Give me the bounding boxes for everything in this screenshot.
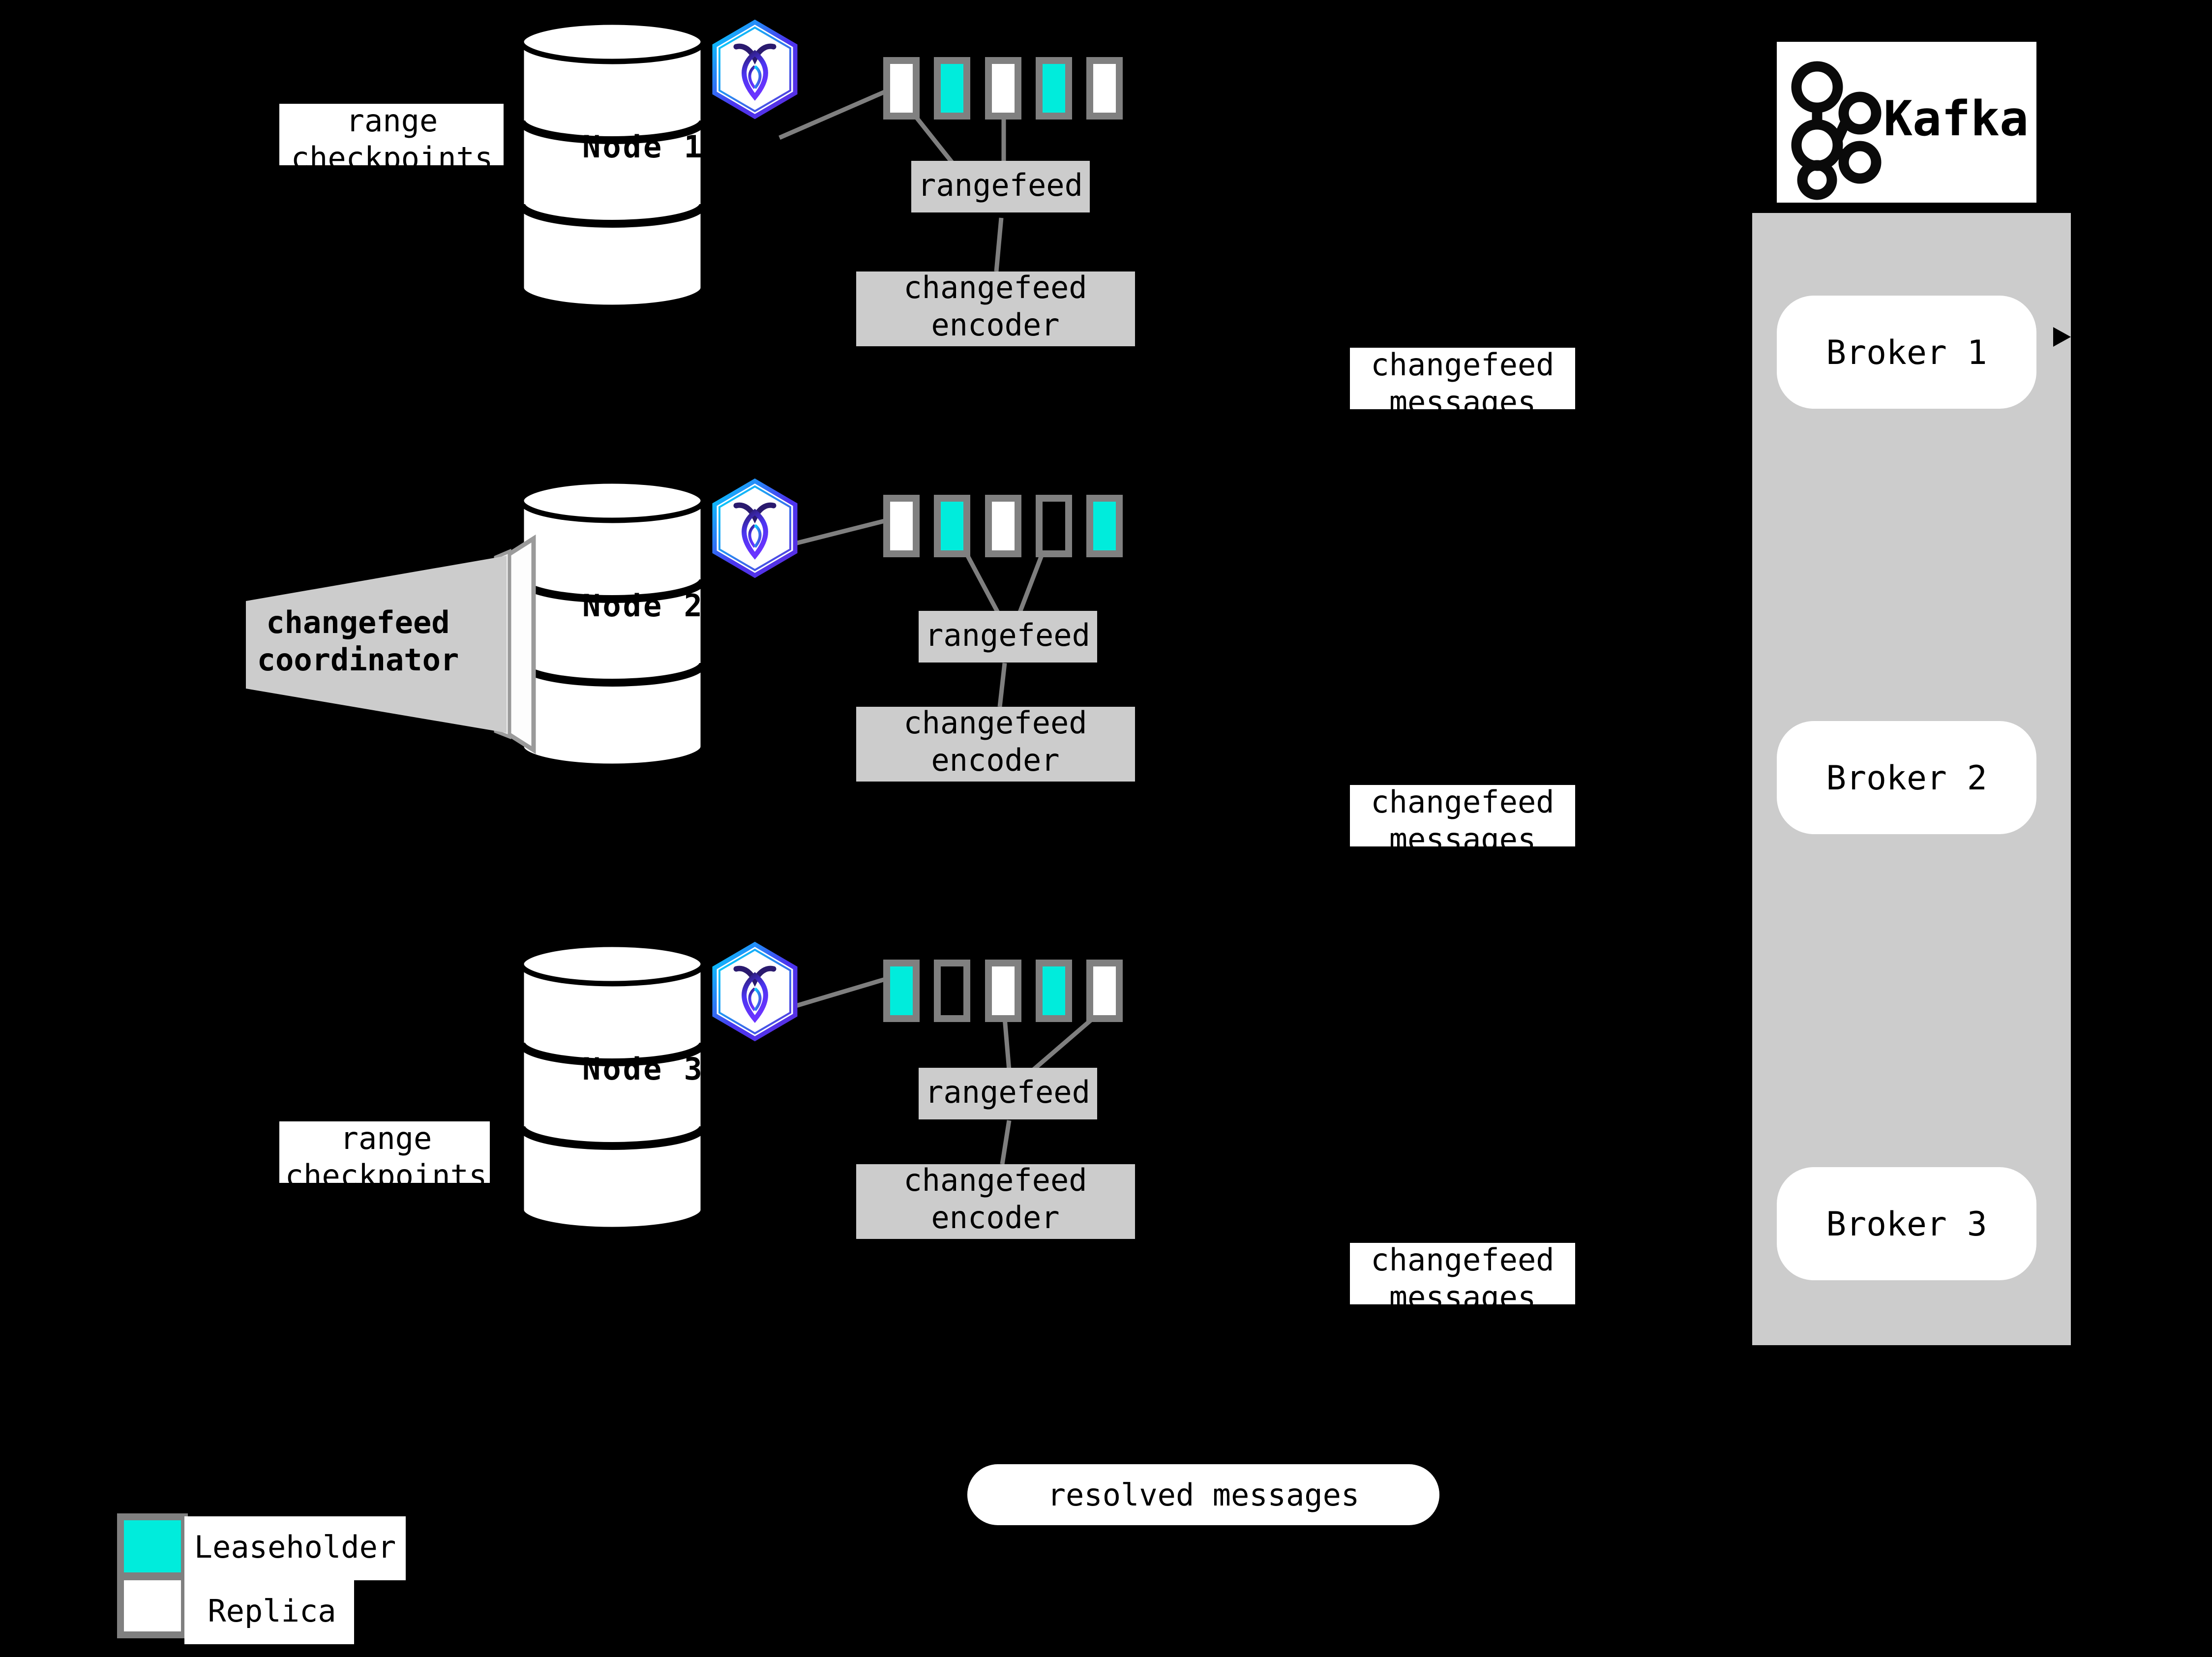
node-1-label: Node 1 xyxy=(582,129,704,165)
changefeed-messages-2-line2: messages xyxy=(1389,821,1536,857)
legend-swatch-replica xyxy=(117,1573,188,1638)
broker-inbound-arrow-icon xyxy=(2053,327,2071,347)
node-2-encoder-label-line2: encoder xyxy=(931,742,1059,778)
node-2-label: Node 2 xyxy=(582,588,704,624)
kafka-logo-icon xyxy=(1791,61,1882,200)
broker-2-label: Broker 2 xyxy=(1826,759,1987,798)
node-1-rangefeed-label: rangefeed xyxy=(918,167,1083,203)
legend-label-leaseholder: Leaseholder xyxy=(194,1529,396,1565)
changefeed-message-labels: changefeed messages changefeed messages … xyxy=(1350,347,1575,1315)
changefeed-messages-3-line1: changefeed xyxy=(1371,1242,1554,1278)
node-1-range-connector xyxy=(778,89,888,140)
node-3-range-checkpoints-line1: range xyxy=(340,1120,432,1156)
node-2-cockroachdb-logo-icon xyxy=(715,481,795,575)
node-3-encoder-label-line2: encoder xyxy=(931,1200,1059,1235)
resolved-messages-label: resolved messages xyxy=(1047,1477,1360,1513)
broker-1[interactable]: Broker 1 xyxy=(1777,296,2036,409)
node-3-range-3[interactable] xyxy=(985,960,1021,1022)
changefeed-messages-box-2 xyxy=(1350,785,1575,846)
legend-label-replica: Replica xyxy=(208,1593,336,1629)
node-3-encoder-label-line1: changefeed xyxy=(903,1162,1087,1198)
node-3-group: Node 3 rangefeed changefeed encoder rang… xyxy=(279,944,1135,1239)
node-1-range-1[interactable] xyxy=(883,57,920,120)
changefeed-messages-3-line2: messages xyxy=(1389,1279,1536,1315)
node-2-encoder-box[interactable] xyxy=(856,707,1135,782)
node-3-label: Node 3 xyxy=(582,1051,704,1087)
node-1-cylinder xyxy=(521,22,703,307)
coordinator-label-line2: coordinator xyxy=(257,642,459,678)
node-2-range-1[interactable] xyxy=(883,495,920,557)
node-1-range-checkpoints-line1: range xyxy=(346,103,438,139)
node-2-rangefeed-connector-b xyxy=(1017,553,1045,614)
node-1-range-checkpoints-line2: checkpoints xyxy=(291,140,493,176)
node-3-encoder-box[interactable] xyxy=(856,1164,1135,1239)
legend-label-box-leaseholder xyxy=(184,1516,406,1580)
node-3-rangefeed-box[interactable] xyxy=(919,1068,1097,1119)
node-3-encoder-connector xyxy=(1000,1120,1012,1165)
node-3-cockroachdb-logo-icon xyxy=(715,944,795,1039)
broker-2-shape xyxy=(1777,721,2036,834)
node-1-range-2[interactable] xyxy=(934,57,970,120)
broker-2[interactable]: Broker 2 xyxy=(1777,721,2036,834)
node-1-cockroachdb-logo-icon xyxy=(715,22,795,117)
node-2-cylinder xyxy=(521,481,703,766)
node-2-encoder-connector xyxy=(997,663,1007,707)
node-2-ranges xyxy=(883,495,1123,557)
node-1-range-checkpoints-box xyxy=(279,104,504,165)
coordinator-label-line1: changefeed xyxy=(266,604,449,640)
node-2-encoder-label-line1: changefeed xyxy=(903,705,1087,741)
coordinator-body xyxy=(246,601,507,689)
changefeed-coordinator[interactable]: changefeed coordinator xyxy=(246,534,536,754)
changefeed-messages-1-line1: changefeed xyxy=(1371,347,1554,383)
node-1-encoder-label-line2: encoder xyxy=(931,307,1059,343)
node-1-range-3[interactable] xyxy=(985,57,1021,120)
legend-swatch-leaseholder xyxy=(117,1513,188,1579)
node-2-group: Node 2 rangefeed changefeed encoder chan… xyxy=(246,481,1135,782)
resolved-messages-shape xyxy=(967,1464,1439,1525)
node-2-range-5[interactable] xyxy=(1086,495,1123,557)
node-2-rangefeed-connector-a xyxy=(965,553,1000,615)
node-1-ranges xyxy=(883,57,1123,120)
node-1-encoder-label-line1: changefeed xyxy=(903,270,1087,305)
node-1-range-5[interactable] xyxy=(1086,57,1123,120)
broker-3-label: Broker 3 xyxy=(1826,1205,1987,1244)
node-2-range-3[interactable] xyxy=(985,495,1021,557)
changefeed-messages-box-1 xyxy=(1350,348,1575,409)
node-1-range-4[interactable] xyxy=(1036,57,1072,120)
node-2-rangefeed-box[interactable] xyxy=(919,611,1097,663)
broker-3-shape xyxy=(1777,1167,2036,1280)
node-2-range-4[interactable] xyxy=(1036,495,1072,557)
node-3-range-1[interactable] xyxy=(883,960,920,1022)
resolved-messages[interactable]: resolved messages xyxy=(967,1464,1439,1525)
changefeed-messages-box-3 xyxy=(1350,1243,1575,1304)
changefeed-messages-2-line1: changefeed xyxy=(1371,784,1554,820)
node-2-rangefeed-label: rangefeed xyxy=(925,617,1090,653)
node-3-range-5[interactable] xyxy=(1086,960,1123,1022)
node-1-rangefeed-box[interactable] xyxy=(911,161,1090,212)
kafka-cluster: Kafka Broker 1 Broker 2 Broker 3 xyxy=(1752,42,2071,1345)
node-3-cylinder xyxy=(521,944,703,1230)
node-3-range-4[interactable] xyxy=(1036,960,1072,1022)
node-1-encoder-box[interactable] xyxy=(856,271,1135,346)
node-2-range-2[interactable] xyxy=(934,495,970,557)
node-3-rangefeed-label: rangefeed xyxy=(925,1074,1090,1110)
legend: Leaseholder Replica xyxy=(117,1513,406,1644)
node-1-encoder-connector xyxy=(994,217,1004,272)
node-3-ranges xyxy=(883,960,1123,1022)
node-3-range-2[interactable] xyxy=(934,960,970,1022)
legend-label-box-replica xyxy=(184,1580,354,1644)
broker-1-shape xyxy=(1777,296,2036,409)
changefeed-messages-1-line2: messages xyxy=(1389,384,1536,420)
broker-3[interactable]: Broker 3 xyxy=(1777,1167,2036,1280)
node-1-group: Node 1 rangefeed changefeed encoder rang… xyxy=(279,22,1135,346)
node-3-range-checkpoints-box xyxy=(279,1121,490,1183)
kafka-logo-text: Kafka xyxy=(1883,91,2029,147)
broker-1-label: Broker 1 xyxy=(1826,333,1987,372)
node-3-range-checkpoints-line2: checkpoints xyxy=(285,1158,487,1194)
